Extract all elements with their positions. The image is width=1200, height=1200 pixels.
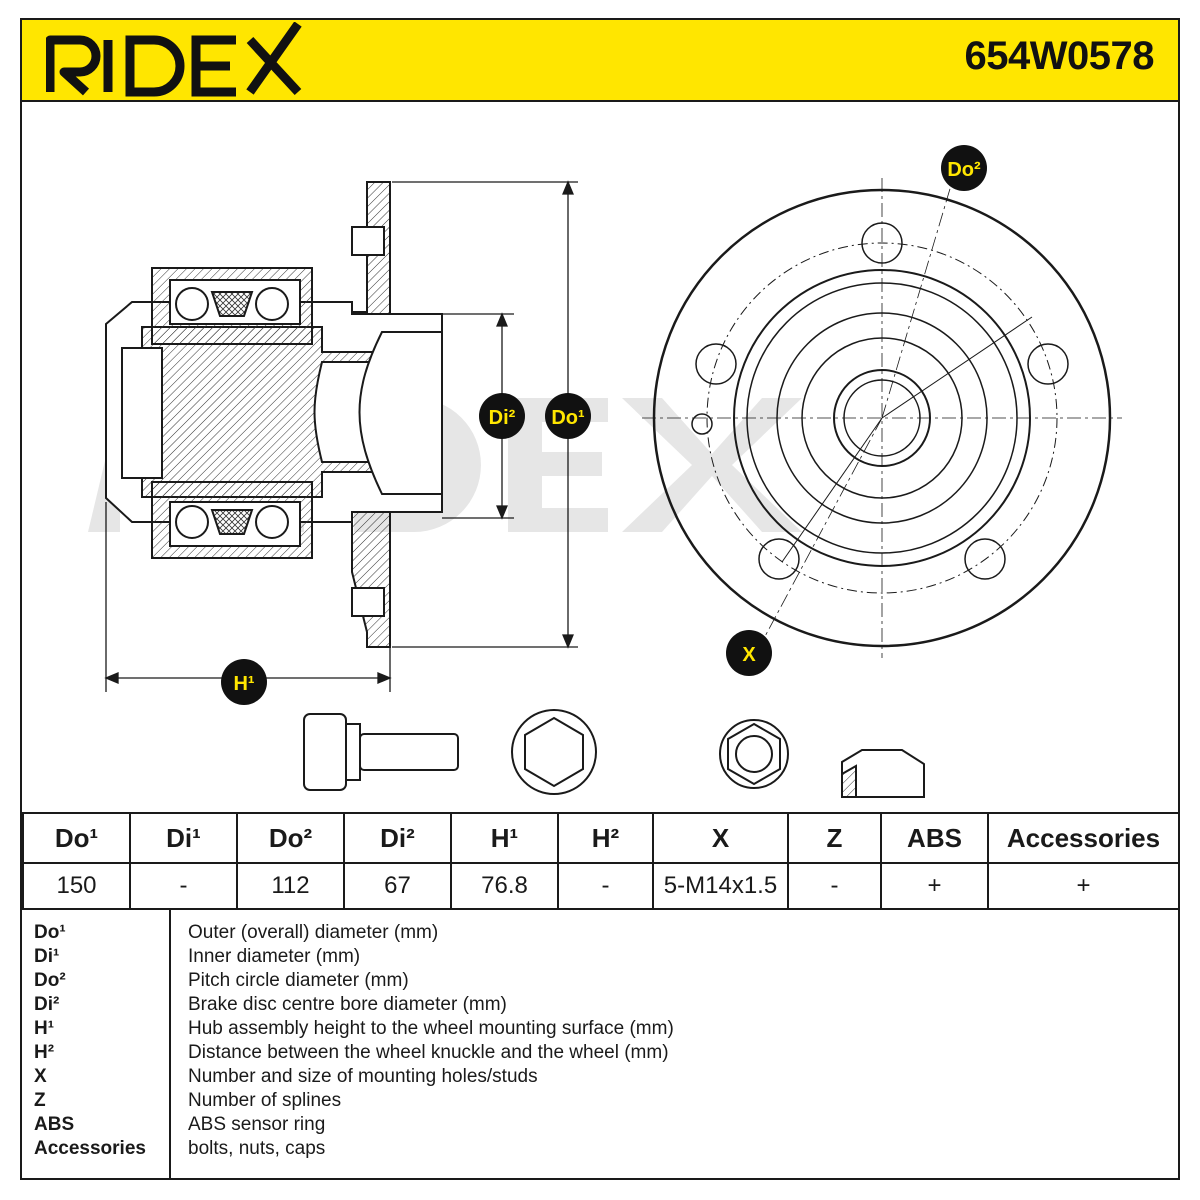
spec-header: H² xyxy=(557,812,654,864)
ridex-logo xyxy=(46,22,302,97)
spec-header: Do¹ xyxy=(22,812,131,864)
legend-row: Di² Brake disc centre bore diameter (mm) xyxy=(22,994,1178,1018)
legend-desc: Inner diameter (mm) xyxy=(188,946,361,967)
spec-value: 76.8 xyxy=(450,862,559,910)
legend-key: Do¹ xyxy=(34,922,66,943)
legend-row: Do² Pitch circle diameter (mm) xyxy=(22,970,1178,994)
legend-key: ABS xyxy=(34,1114,75,1135)
hub-cross-section xyxy=(105,181,443,648)
legend: Do¹ Outer (overall) diameter (mm) Di¹ In… xyxy=(22,908,1178,1180)
legend-desc: Outer (overall) diameter (mm) xyxy=(188,922,439,943)
svg-text:Do²: Do² xyxy=(947,159,981,181)
callout-do2: Do² xyxy=(941,145,987,191)
legend-desc: Number and size of mounting holes/studs xyxy=(188,1066,538,1087)
svg-text:Do¹: Do¹ xyxy=(551,407,585,429)
technical-drawing: Di² Do¹ Do² H¹ X xyxy=(22,102,1178,812)
spec-value: 67 xyxy=(343,862,452,910)
legend-desc: bolts, nuts, caps xyxy=(188,1138,326,1159)
callout-x: X xyxy=(726,630,772,676)
legend-row: ABS ABS sensor ring xyxy=(22,1114,1178,1138)
spec-header: Z xyxy=(787,812,882,864)
callout-h1: H¹ xyxy=(221,659,267,705)
spec-header: Di² xyxy=(343,812,452,864)
spec-value: - xyxy=(557,862,654,910)
stud-holes xyxy=(691,222,1069,580)
legend-row: Di¹ Inner diameter (mm) xyxy=(22,946,1178,970)
spec-header: Do² xyxy=(236,812,345,864)
svg-text:H¹: H¹ xyxy=(233,673,254,695)
hub-drawing: Di² Do¹ Do² H¹ X xyxy=(88,145,1122,798)
spec-value: + xyxy=(880,862,989,910)
legend-row: Accessories bolts, nuts, caps xyxy=(22,1138,1178,1162)
legend-row: H² Distance between the wheel knuckle an… xyxy=(22,1042,1178,1066)
spec-value: - xyxy=(787,862,882,910)
legend-row: Z Number of splines xyxy=(22,1090,1178,1114)
legend-desc: ABS sensor ring xyxy=(188,1114,326,1135)
spec-header-row: Do¹ Di¹ Do² Di² H¹ H² X Z ABS Accessorie… xyxy=(22,812,1180,864)
legend-row: H¹ Hub assembly height to the wheel moun… xyxy=(22,1018,1178,1042)
legend-key: Do² xyxy=(34,970,66,991)
callout-di2: Di² xyxy=(479,393,525,439)
legend-desc: Hub assembly height to the wheel mountin… xyxy=(188,1018,674,1039)
legend-row: X Number and size of mounting holes/stud… xyxy=(22,1066,1178,1090)
legend-desc: Number of splines xyxy=(188,1090,342,1111)
svg-text:X: X xyxy=(742,644,756,666)
callout-do1: Do¹ xyxy=(545,393,591,439)
spec-value: 5-M14x1.5 xyxy=(652,862,789,910)
hub-front-view xyxy=(642,178,1122,658)
spec-header: ABS xyxy=(880,812,989,864)
legend-key: Di¹ xyxy=(34,946,60,967)
spec-value: 112 xyxy=(236,862,345,910)
header-bar: 654W0578 xyxy=(22,20,1178,102)
legend-divider xyxy=(169,908,171,1180)
spec-value: 150 xyxy=(22,862,131,910)
datasheet-frame: 654W0578 xyxy=(20,18,1180,1180)
legend-key: H¹ xyxy=(34,1018,55,1039)
spec-value: - xyxy=(129,862,238,910)
svg-text:Di²: Di² xyxy=(489,407,516,429)
legend-key: Accessories xyxy=(34,1138,146,1159)
spec-header: Accessories xyxy=(987,812,1180,864)
accessory-parts xyxy=(303,709,925,798)
spec-value: + xyxy=(987,862,1180,910)
legend-row: Do¹ Outer (overall) diameter (mm) xyxy=(22,922,1178,946)
legend-desc: Distance between the wheel knuckle and t… xyxy=(188,1042,669,1063)
spec-header: Di¹ xyxy=(129,812,238,864)
spec-value-row: 150 - 112 67 76.8 - 5-M14x1.5 - + + xyxy=(22,862,1180,910)
legend-key: Z xyxy=(34,1090,46,1111)
spec-header: H¹ xyxy=(450,812,559,864)
legend-key: Di² xyxy=(34,994,60,1015)
part-number: 654W0578 xyxy=(964,34,1155,78)
legend-key: X xyxy=(34,1066,47,1087)
legend-desc: Pitch circle diameter (mm) xyxy=(188,970,409,991)
legend-desc: Brake disc centre bore diameter (mm) xyxy=(188,994,507,1015)
spec-header: X xyxy=(652,812,789,864)
spec-table: Do¹ Di¹ Do² Di² H¹ H² X Z ABS Accessorie… xyxy=(22,812,1180,910)
legend-key: H² xyxy=(34,1042,55,1063)
